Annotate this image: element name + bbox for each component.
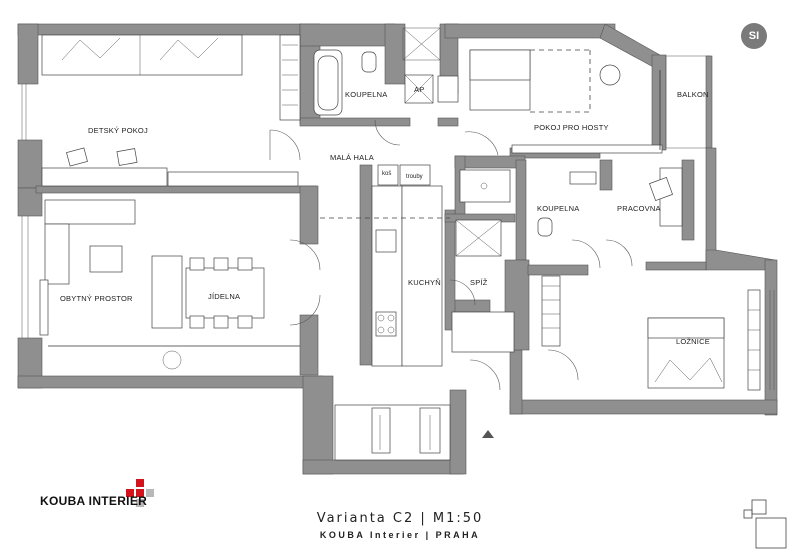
si-badge: SI	[741, 23, 767, 49]
study-furniture	[649, 167, 683, 227]
label-mala-hala: MALÁ HALA	[330, 153, 374, 162]
walls	[17, 23, 778, 475]
kitchen-furniture	[320, 164, 515, 367]
label-balkon: BALKON	[677, 90, 709, 99]
label-koupelna-top: KOUPELNA	[345, 90, 387, 99]
label-loznice: LOŽNICE	[676, 337, 710, 346]
label-kos: koš	[382, 171, 391, 177]
doors	[269, 119, 633, 391]
label-trouby: trouby	[406, 174, 423, 180]
label-kuchyn: KUCHYŇ	[408, 278, 441, 287]
brand-logo-text: KOUBA INTERIER	[40, 494, 148, 508]
label-pokoj-pro-hosty: POKOJ PRO HOSTY	[534, 123, 609, 132]
plan-subtitle: KOUBA Interier | PRAHA	[319, 530, 481, 540]
kouba-logo-icon	[126, 479, 154, 507]
label-jidelna: JÍDELNA	[208, 292, 240, 301]
windows	[21, 84, 775, 390]
corner-mark-icon	[743, 499, 787, 549]
living-room-furniture	[39, 199, 300, 370]
label-detsky-pokoj: DETSKÝ POKOJ	[88, 126, 148, 135]
plan-title: Varianta C2 | M1:50	[316, 511, 484, 526]
label-spiz: SPÍŽ	[470, 278, 488, 287]
label-pracovna: PRACOVNA	[617, 204, 661, 213]
entrance-arrow-icon	[482, 430, 494, 438]
label-koupelna-mid: KOUPELNA	[537, 204, 579, 213]
guest-room-furniture	[469, 49, 663, 154]
children-room-furniture	[41, 34, 301, 187]
middle-bathroom	[537, 171, 597, 347]
label-obytny-prostor: OBYTNÝ PROSTOR	[60, 294, 133, 303]
bottom-closet	[334, 404, 494, 461]
label-ap: AP	[414, 85, 424, 94]
bedroom-furniture	[647, 289, 761, 391]
top-bathroom	[313, 27, 459, 116]
